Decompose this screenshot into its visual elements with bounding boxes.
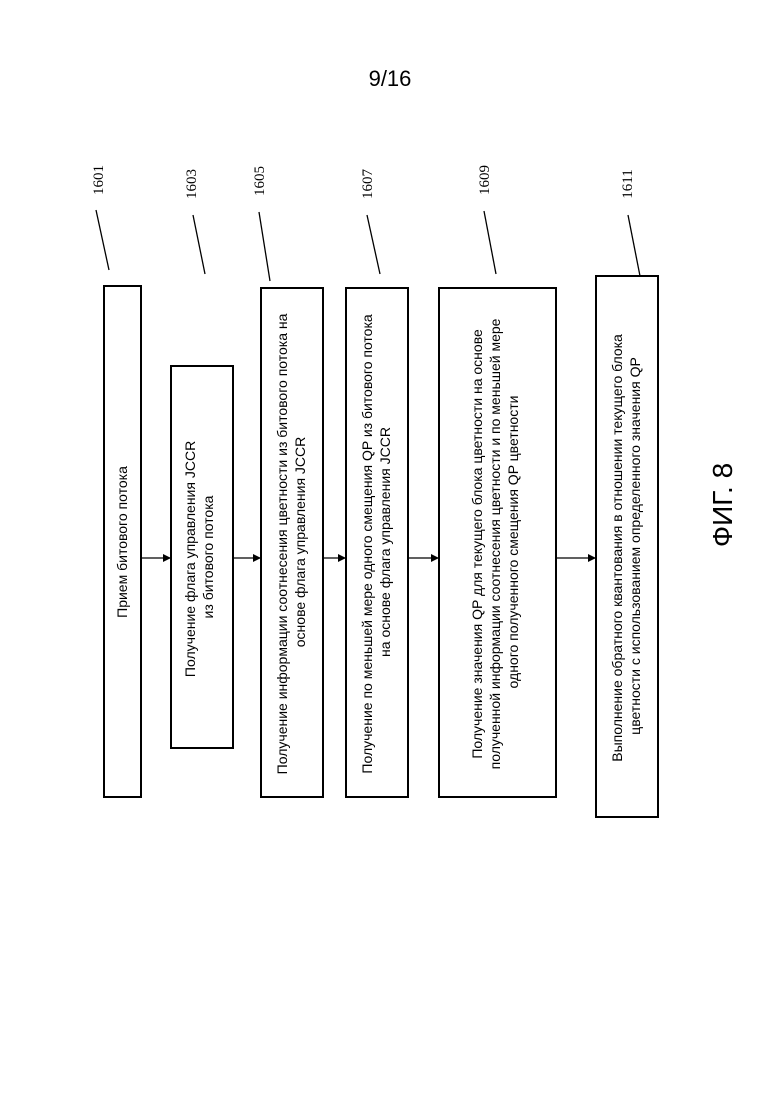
step-text: Прием битового потока <box>114 466 130 618</box>
step-1609: Получение значения QP для текущего блока… <box>439 288 556 797</box>
leader-1603 <box>193 215 205 274</box>
ref-1605: 1605 <box>252 166 268 196</box>
ref-1603: 1603 <box>184 169 200 199</box>
figure-label: ФИГ. 8 <box>707 463 738 547</box>
leader-1605 <box>259 212 270 281</box>
step-1611: Выполнение обратного квантования в отнош… <box>596 276 658 817</box>
ref-1609: 1609 <box>477 165 493 195</box>
leader-1607 <box>367 215 380 274</box>
step-1605: Получение информации соотнесения цветнос… <box>261 288 323 797</box>
leader-1611 <box>628 215 640 276</box>
step-1603: Получение флага управления JCCR из битов… <box>171 366 233 748</box>
ref-1607: 1607 <box>360 169 376 200</box>
step-1607: Получение по меньшей мере одного смещени… <box>346 288 408 797</box>
leader-1609 <box>484 211 496 274</box>
step-1601: Прием битового потока <box>104 286 141 797</box>
ref-1611: 1611 <box>620 169 636 198</box>
leader-1601 <box>96 210 109 270</box>
ref-1601: 1601 <box>91 165 107 195</box>
